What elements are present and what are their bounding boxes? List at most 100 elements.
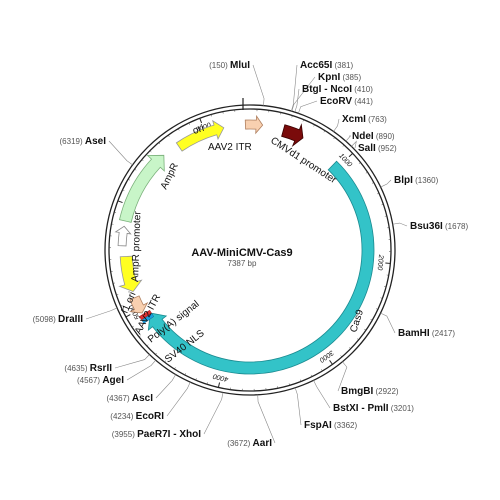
site-position: (381) xyxy=(332,61,353,70)
restriction-site-label[interactable]: BlpI (1360) xyxy=(394,175,439,186)
minor-tick-mark xyxy=(302,119,304,122)
minor-tick-mark xyxy=(174,367,176,370)
minor-tick-mark xyxy=(333,137,336,140)
f1-ori-feature[interactable] xyxy=(118,255,143,292)
ampr-feature[interactable] xyxy=(119,154,165,223)
restriction-site-label[interactable]: BtgI - NcoI (410) xyxy=(302,84,373,95)
cmvd1-promoter-feature[interactable] xyxy=(281,123,304,148)
restriction-site-label[interactable]: XcmI (763) xyxy=(342,114,387,125)
site-position: (3955) xyxy=(112,430,137,439)
site-position: (4567) xyxy=(77,376,102,385)
minor-tick-mark xyxy=(141,159,144,162)
restriction-site-label[interactable]: BamHI (2417) xyxy=(398,328,455,339)
minor-tick-mark xyxy=(158,142,161,145)
minor-tick-mark xyxy=(358,162,361,164)
aav2-itr-top-feature[interactable] xyxy=(244,114,264,135)
aav2-itr-bottom-feature[interactable] xyxy=(129,295,149,314)
restriction-site-label[interactable]: (4635) RsrII xyxy=(64,363,112,374)
ampr-promoter-feature[interactable] xyxy=(114,225,132,247)
site-leader-line xyxy=(126,359,156,381)
site-position: (763) xyxy=(366,115,387,124)
site-leader-line xyxy=(155,374,176,399)
site-leader-line xyxy=(252,64,265,106)
tick-mark xyxy=(329,360,333,365)
site-name: SalI xyxy=(358,143,376,154)
cmvd1-promoter-label: CMVd1 promoter xyxy=(268,135,338,186)
restriction-site-label[interactable]: KpnI (385) xyxy=(318,72,361,83)
restriction-site-label[interactable]: (6319) AseI xyxy=(60,136,107,147)
site-position: (3201) xyxy=(389,404,415,413)
site-leader-line xyxy=(337,361,348,392)
restriction-site-label[interactable]: (3955) PaeR7I - XhoI xyxy=(112,429,201,440)
site-position: (410) xyxy=(352,85,373,94)
ori-feature[interactable] xyxy=(175,119,225,152)
site-position: (3362) xyxy=(332,421,358,430)
restriction-site-label[interactable]: FspAI (3362) xyxy=(304,420,357,431)
minor-tick-mark xyxy=(195,378,197,381)
backbone-inner-circle xyxy=(108,108,392,392)
minor-tick-mark xyxy=(377,192,380,195)
site-name: MluI xyxy=(230,60,250,71)
restriction-site-label[interactable]: (150) MluI xyxy=(209,60,250,71)
site-position: (4234) xyxy=(110,412,135,421)
site-leader-line xyxy=(392,222,408,227)
tick-mark xyxy=(217,382,221,388)
minor-tick-mark xyxy=(380,297,383,299)
minor-tick-mark xyxy=(310,374,313,377)
site-name: NdeI xyxy=(352,131,374,142)
restriction-site-label[interactable]: (5098) DraIII xyxy=(33,314,84,325)
site-position: (2417) xyxy=(430,329,456,338)
backbone-outer-circle xyxy=(104,104,396,396)
site-position: (890) xyxy=(374,132,395,141)
minor-tick-mark xyxy=(164,360,166,363)
site-leader-line xyxy=(294,88,300,113)
restriction-site-label[interactable]: BmgBI (2922) xyxy=(341,386,399,397)
site-name: BamHI xyxy=(398,328,430,339)
restriction-site-label[interactable]: Bsu36I (1678) xyxy=(410,221,468,232)
minor-tick-mark xyxy=(149,150,152,153)
minor-tick-mark xyxy=(122,189,125,191)
site-name: XcmI xyxy=(342,114,366,125)
site-leader-line xyxy=(257,394,276,444)
tick-label: 2000 xyxy=(376,253,385,270)
restriction-site-label[interactable]: (4234) EcoRI xyxy=(110,411,164,422)
minor-tick-mark xyxy=(321,369,323,372)
restriction-site-label[interactable]: EcoRV (441) xyxy=(320,96,373,107)
minor-tick-mark xyxy=(177,128,180,131)
site-leader-line xyxy=(380,312,396,334)
tick-label: 4000 xyxy=(212,372,229,382)
site-name: AscI xyxy=(132,393,153,404)
minor-tick-mark xyxy=(116,294,119,296)
plasmid-size: 7387 bp xyxy=(228,259,257,268)
polya-signal-feature[interactable] xyxy=(139,309,152,321)
site-name: AseI xyxy=(85,136,106,147)
site-name: BstXI - PmlI xyxy=(333,403,389,414)
site-position: (385) xyxy=(340,73,361,82)
minor-tick-mark xyxy=(299,379,302,382)
minor-tick-mark xyxy=(288,383,290,386)
minor-tick-mark xyxy=(349,347,351,349)
site-name: PaeR7I - XhoI xyxy=(137,429,201,440)
site-leader-line xyxy=(345,135,352,142)
site-name: KpnI xyxy=(318,72,340,83)
site-leader-line xyxy=(313,380,331,409)
restriction-site-label[interactable]: SalI (952) xyxy=(358,143,397,154)
restriction-site-label[interactable]: (3672) AarI xyxy=(227,438,272,449)
minor-tick-mark xyxy=(381,204,384,206)
restriction-site-label[interactable]: NdeI (890) xyxy=(352,131,395,142)
minor-tick-mark xyxy=(356,338,359,341)
restriction-site-label[interactable]: (4367) AscI xyxy=(107,393,154,404)
cas9-feature[interactable] xyxy=(147,160,375,375)
ampr-promoter-label: AmpR promoter xyxy=(130,211,143,283)
minor-tick-mark xyxy=(114,212,117,214)
restriction-site-label[interactable]: (4567) AgeI xyxy=(77,375,124,386)
minor-tick-mark xyxy=(364,328,367,331)
restriction-site-label[interactable]: BstXI - PmlI (3201) xyxy=(333,403,414,414)
restriction-site-label[interactable]: Acc65I (381) xyxy=(300,60,353,71)
plasmid-title: AAV-MiniCMV-Cas9 xyxy=(191,247,292,259)
site-name: RsrII xyxy=(90,363,112,374)
minor-tick-mark xyxy=(184,373,186,376)
site-position: (4367) xyxy=(107,394,132,403)
ori-label: ori xyxy=(191,123,205,137)
sv40-nls-feature[interactable] xyxy=(141,313,155,324)
